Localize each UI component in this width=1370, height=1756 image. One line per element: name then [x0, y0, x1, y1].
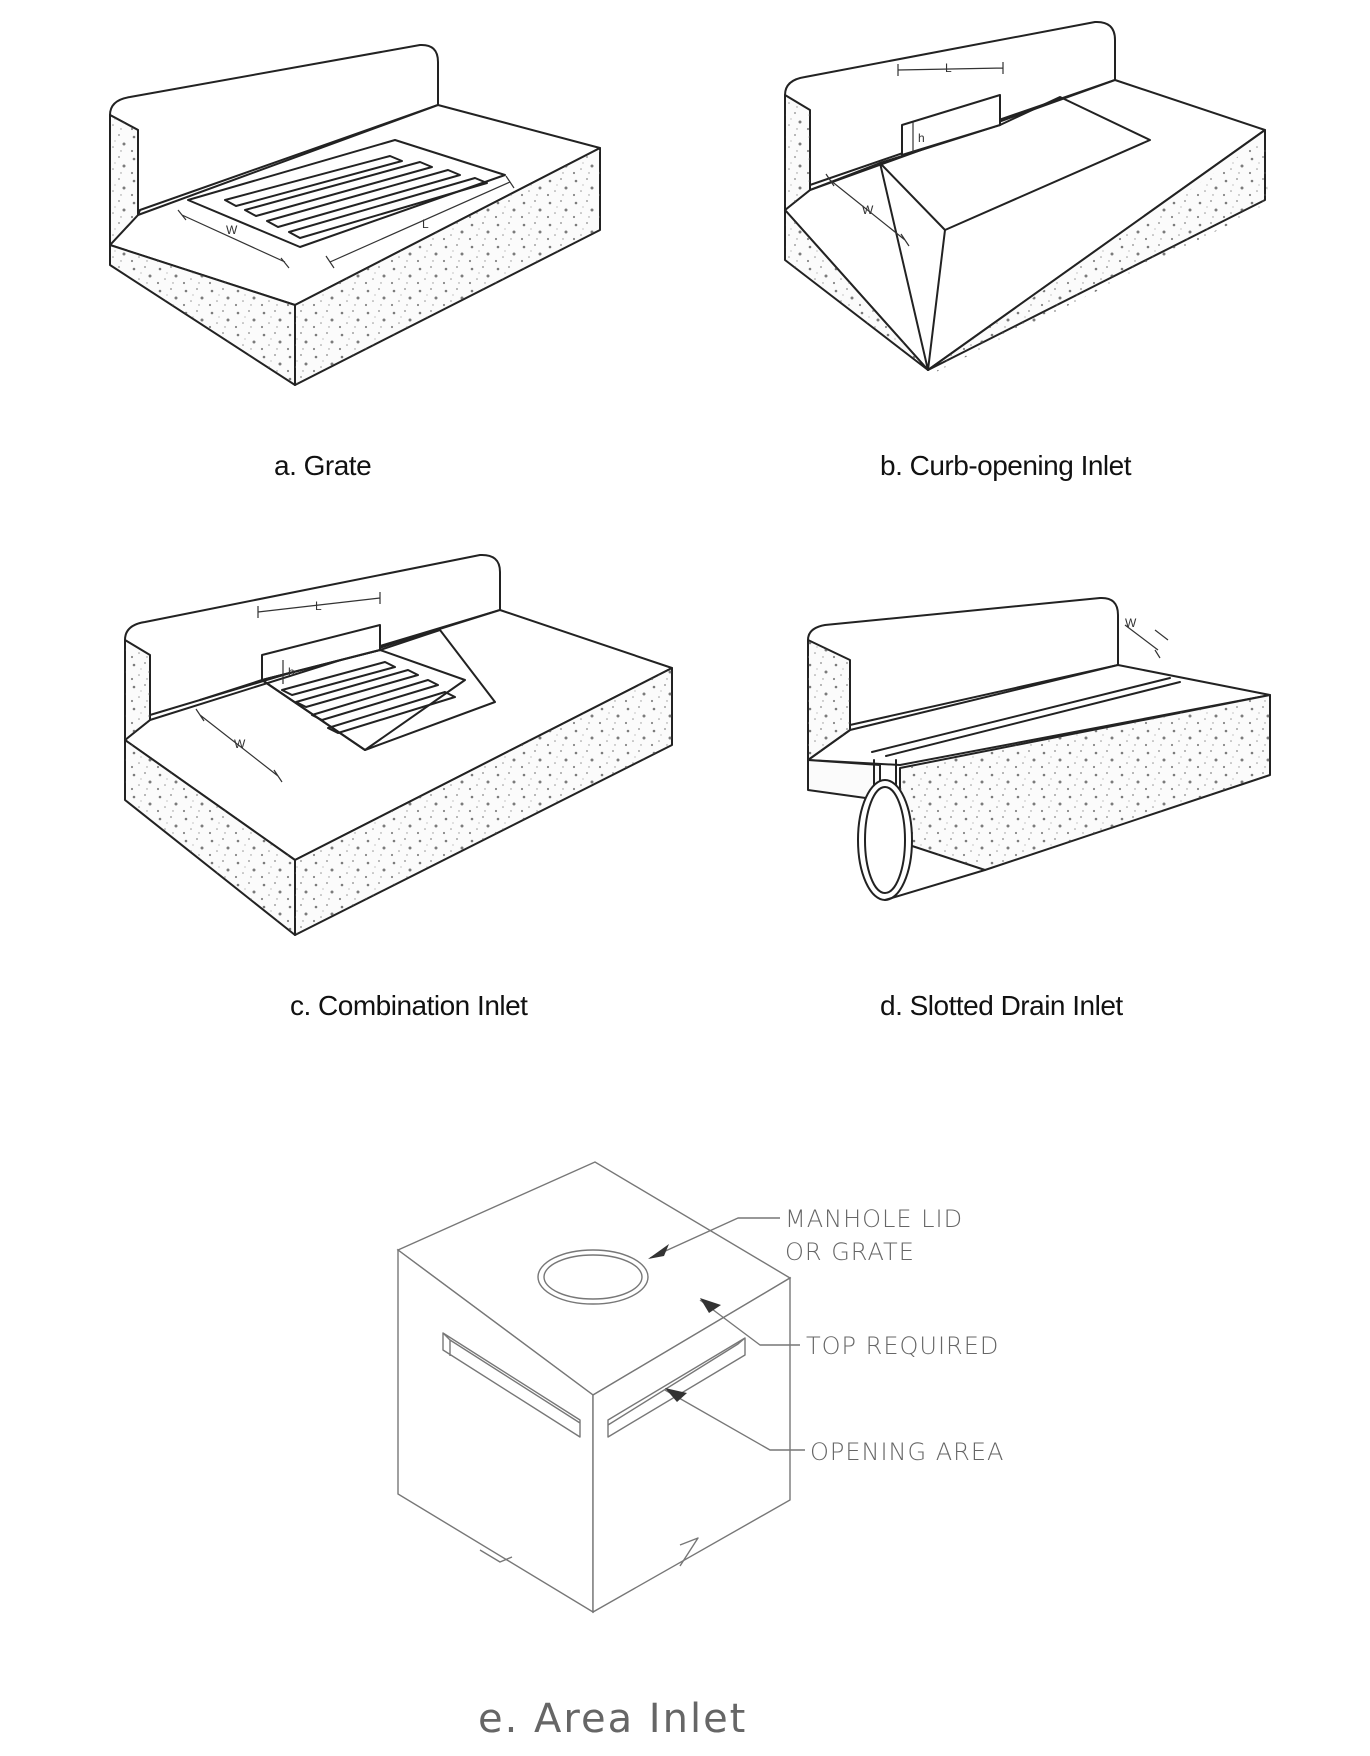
- figure-b-curb-opening: L h W: [784, 20, 1268, 375]
- gutter-depression: [809, 96, 1151, 231]
- dim-h-label: h: [918, 131, 925, 145]
- dim-l-label: L: [315, 599, 322, 613]
- callout-manhole-line2: OR GRATE: [785, 1238, 915, 1266]
- leader-top: [699, 1299, 800, 1346]
- curb-face: [109, 43, 439, 216]
- curb-face: [807, 596, 1119, 731]
- dim-w-label: W: [234, 737, 246, 751]
- curb-opening: [901, 94, 1001, 156]
- dim-l-label: L: [422, 217, 429, 231]
- figure-c-combination: L h W: [124, 553, 673, 936]
- caption-e: e. Area Inlet: [478, 1696, 747, 1742]
- grate-bars: [224, 155, 488, 239]
- drain-slot: [871, 677, 1181, 757]
- leader-manhole: [649, 1217, 780, 1259]
- grate-bars: [281, 661, 456, 734]
- caption-d: d. Slotted Drain Inlet: [880, 990, 1123, 1021]
- opening-right: [607, 1337, 746, 1438]
- dim-w-label: W: [1125, 616, 1137, 630]
- curb-face: [124, 553, 501, 721]
- box-right-face: [592, 1276, 791, 1614]
- curb-face: [784, 20, 1116, 191]
- caption-c: c. Combination Inlet: [290, 990, 528, 1021]
- caption-b: b. Curb-opening Inlet: [880, 450, 1132, 481]
- caption-a: a. Grate: [274, 450, 371, 481]
- dim-w-label: W: [226, 223, 238, 237]
- dim-w-label: W: [862, 203, 874, 217]
- leader-opening: [664, 1389, 805, 1451]
- figure-a-grate: W L: [109, 43, 601, 386]
- gutter-depression: [199, 629, 496, 751]
- dim-l-label: L: [945, 61, 952, 75]
- grate-frame: [187, 139, 506, 248]
- callout-top-required: TOP REQUIRED: [806, 1332, 999, 1360]
- figure-e-area-inlet: MANHOLE LID OR GRATE TOP REQUIRED OPENIN…: [396, 1161, 1004, 1614]
- callout-manhole-line1: MANHOLE LID: [785, 1205, 963, 1233]
- dim-h-label: h: [288, 665, 295, 679]
- figure-d-slotted-drain: W: [807, 596, 1271, 901]
- manhole-lid: [537, 1249, 649, 1305]
- callout-opening-area: OPENING AREA: [810, 1438, 1004, 1466]
- drain-pipe-end: [857, 779, 913, 901]
- opening-left: [442, 1332, 581, 1438]
